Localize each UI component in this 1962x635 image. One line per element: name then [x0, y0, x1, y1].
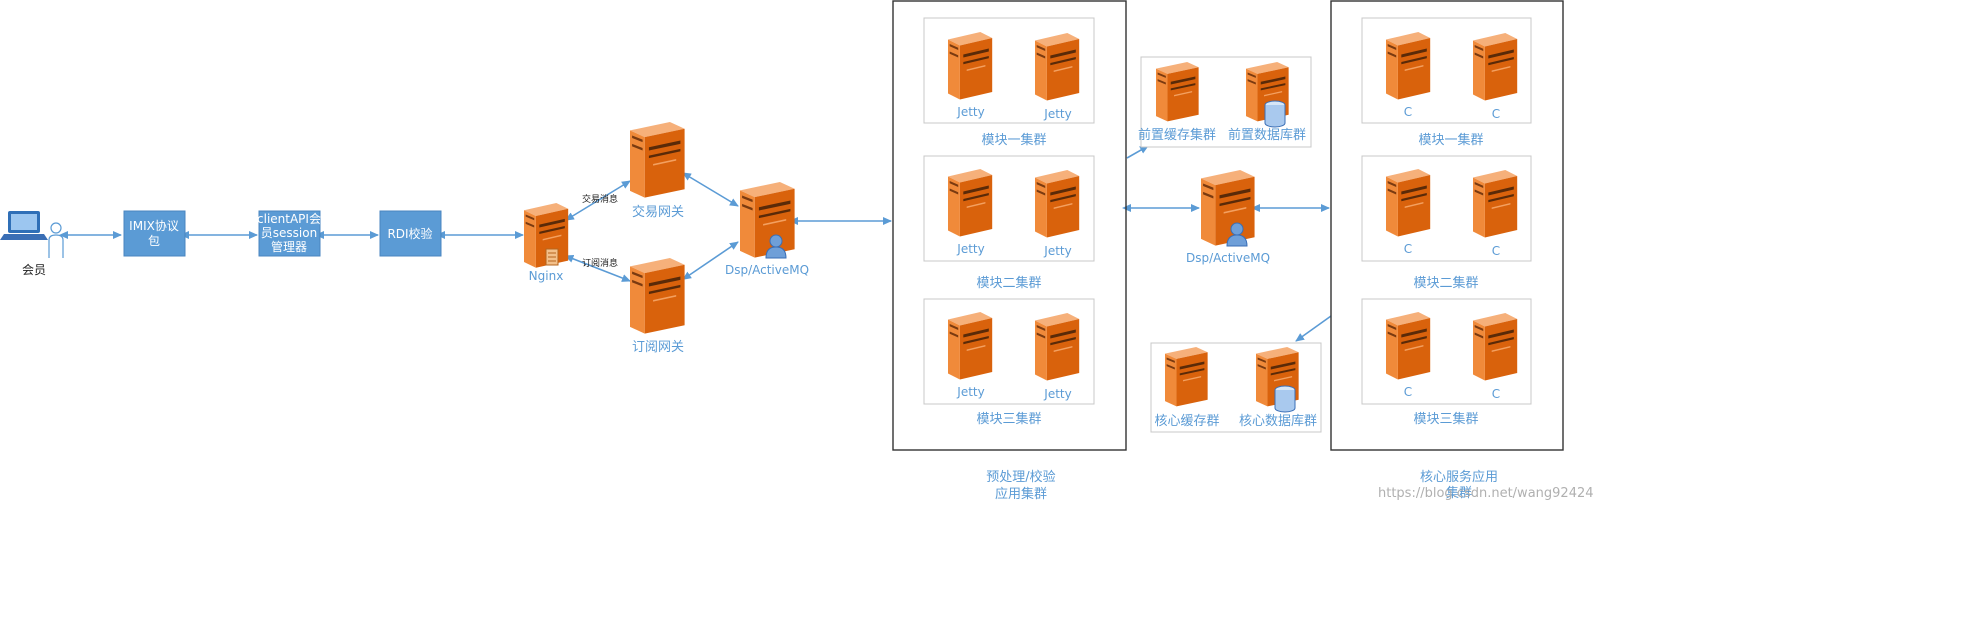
member-node: 会员: [0, 211, 64, 277]
core-cluster-footer-line2: 集群: [1446, 485, 1472, 501]
pre-module-3-title: 模块三集群: [976, 411, 1041, 427]
core-cluster-frame: [1330, 0, 1564, 451]
core-module-2: C C 模块二集群: [1361, 155, 1532, 291]
edge-label-trade-msg: 交易消息: [582, 193, 618, 205]
server-icon: [1156, 62, 1199, 122]
rdi-box: RDI校验: [379, 210, 442, 257]
pre-module-1: Jetty Jetty 模块一集群: [923, 17, 1095, 148]
server-icon: [1035, 313, 1080, 381]
server-icon: [1165, 347, 1208, 407]
pre-cluster-footer-line2: 应用集群: [995, 486, 1047, 502]
edge-nginx-subscribe: [564, 254, 631, 282]
core-cache-label: 核心缓存群: [1154, 414, 1219, 429]
server-icon: [1386, 312, 1431, 380]
trade-gateway-label: 交易网关: [632, 204, 684, 220]
mq-left-label: Dsp/ActiveMQ: [725, 263, 809, 277]
nginx-label: Nginx: [529, 269, 564, 283]
pre-module-1-server-b: Jetty: [1043, 107, 1071, 121]
rdi-label: RDI校验: [387, 226, 432, 241]
core-storage: 核心缓存群 核心数据库群: [1150, 342, 1322, 433]
server-icon: [1035, 33, 1080, 101]
imix-box: IMIX协议 包: [123, 210, 186, 257]
core-module-3-server-b: C: [1492, 387, 1500, 401]
database-icon: [1264, 100, 1286, 128]
imix-line2: 包: [148, 234, 160, 248]
server-icon: [948, 312, 993, 380]
pre-module-2-title: 模块二集群: [976, 275, 1041, 291]
server-icon: [630, 122, 685, 198]
server-icon: [740, 182, 795, 258]
watermark: https://blog.csdn.net/wang92424: [1378, 486, 1594, 501]
clientapi-box: clientAPI会 员session 管理器: [257, 210, 321, 257]
server-icon: [1473, 170, 1518, 238]
document-icon: [545, 248, 559, 266]
edge-precluster-frontstore: [1126, 145, 1149, 159]
pre-cluster-footer-line1: 预处理/校验: [986, 469, 1055, 485]
imix-line1: IMIX协议: [129, 218, 179, 233]
front-cache-label: 前置缓存集群: [1138, 127, 1216, 143]
nginx-node: Nginx: [524, 203, 569, 283]
server-icon: [948, 32, 993, 100]
subscribe-gateway-node: 订阅网关: [630, 258, 685, 355]
core-module-2-title: 模块二集群: [1413, 275, 1478, 291]
server-icon: [1386, 32, 1431, 100]
edge-label-sub-msg: 订阅消息: [582, 257, 618, 269]
pre-module-2-server-a: Jetty: [956, 242, 984, 256]
pre-cluster: Jetty Jetty 模块一集群 Jetty Jetty 模块二集群 Jett…: [892, 0, 1127, 502]
pre-module-3-server-b: Jetty: [1043, 387, 1071, 401]
core-db-label: 核心数据库群: [1239, 413, 1317, 429]
pre-cluster-frame: [892, 0, 1127, 451]
server-icon: [1473, 33, 1518, 101]
core-cluster: C C 模块一集群 C C 模块二集群 C C 模块三集群 核心服务应用 集群: [1330, 0, 1564, 501]
database-icon: [1274, 385, 1296, 413]
person-icon: [48, 222, 64, 258]
core-module-1-server-b: C: [1492, 107, 1500, 121]
mq-right-node: Dsp/ActiveMQ: [1186, 170, 1270, 265]
core-module-2-server-b: C: [1492, 244, 1500, 258]
mq-right-label: Dsp/ActiveMQ: [1186, 251, 1270, 265]
core-module-3: C C 模块三集群: [1361, 298, 1532, 427]
core-module-1-server-a: C: [1404, 105, 1412, 119]
clientapi-line2: 员session: [261, 226, 317, 240]
edge-subscribe-mq: [682, 241, 739, 280]
front-db-label: 前置数据库群: [1228, 127, 1306, 143]
core-module-1-title: 模块一集群: [1418, 132, 1483, 148]
edge-trade-mq: [681, 172, 739, 207]
server-icon: [1386, 169, 1431, 237]
core-cluster-footer-line1: 核心服务应用: [1420, 469, 1498, 485]
pre-module-3-server-a: Jetty: [956, 385, 984, 399]
server-icon: [1473, 313, 1518, 381]
edges: 交易消息 订阅消息: [59, 145, 1332, 342]
edge-corecluster-corestore: [1295, 315, 1332, 342]
pre-module-1-server-a: Jetty: [956, 105, 984, 119]
edge-nginx-trade: [565, 180, 631, 221]
clientapi-line1: clientAPI会: [257, 212, 321, 226]
server-icon: [948, 169, 993, 237]
mq-left-node: Dsp/ActiveMQ: [725, 182, 809, 277]
trade-gateway-node: 交易网关: [630, 122, 685, 220]
clientapi-line3: 管理器: [271, 239, 307, 254]
server-icon: [1035, 170, 1080, 238]
core-module-3-title: 模块三集群: [1413, 411, 1478, 427]
pre-module-1-title: 模块一集群: [981, 132, 1046, 148]
server-icon: [1201, 170, 1255, 246]
subscribe-gateway-label: 订阅网关: [632, 340, 684, 355]
member-label: 会员: [22, 263, 46, 277]
core-module-2-server-a: C: [1404, 242, 1412, 256]
front-storage: 前置缓存集群 前置数据库群: [1138, 56, 1312, 148]
pre-module-3: Jetty Jetty 模块三集群: [923, 298, 1095, 427]
core-module-3-server-a: C: [1404, 385, 1412, 399]
pre-module-2: Jetty Jetty 模块二集群: [923, 155, 1095, 291]
server-icon: [630, 258, 685, 334]
core-module-1: C C 模块一集群: [1361, 17, 1532, 148]
laptop-icon: [0, 211, 48, 240]
pre-module-2-server-b: Jetty: [1043, 244, 1071, 258]
